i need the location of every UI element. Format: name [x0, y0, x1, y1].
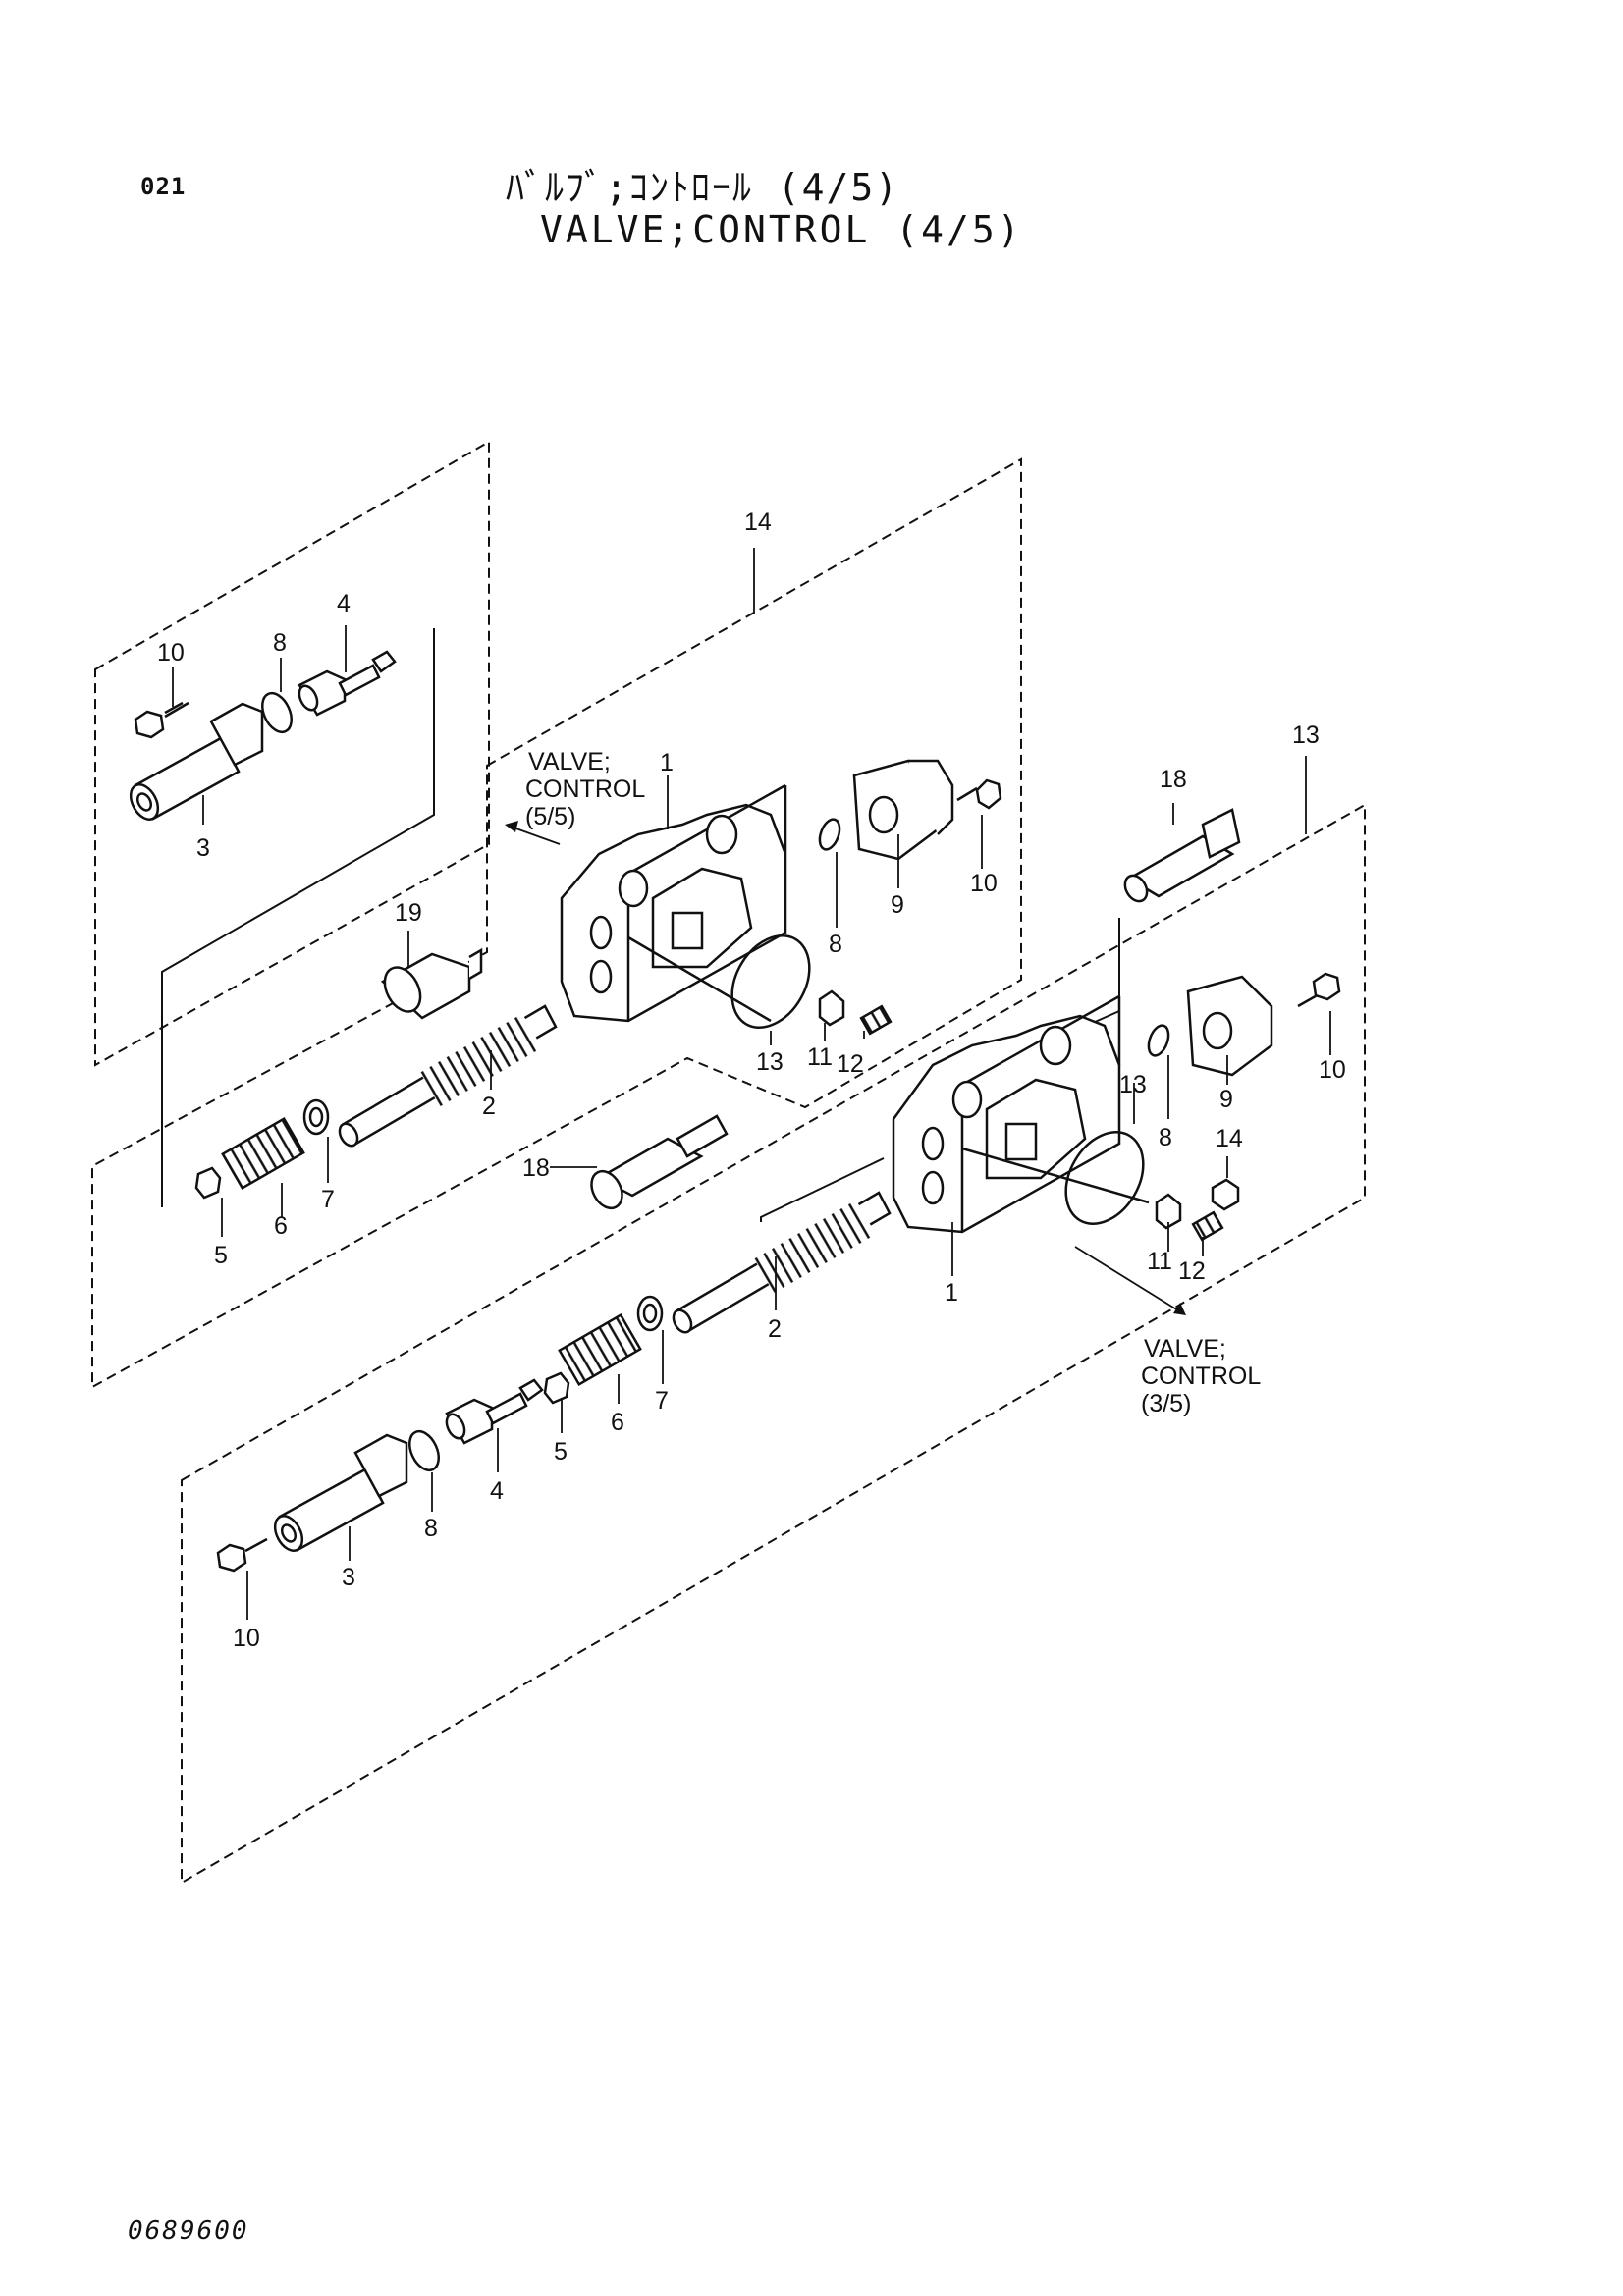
leader-lines	[172, 548, 1331, 1620]
callout-9: 9	[891, 891, 904, 919]
return-spring-icon	[558, 1312, 642, 1387]
callout-7: 7	[321, 1186, 335, 1213]
flange-cover-icon	[1186, 975, 1273, 1077]
lower-reference-label: VALVE; CONTROL (3/5)	[1141, 1335, 1261, 1417]
callout-6: 6	[611, 1409, 624, 1436]
relief-plug-icon	[590, 1114, 729, 1210]
return-spring-icon	[221, 1116, 305, 1191]
callout-10: 10	[970, 870, 998, 897]
callout-8: 8	[273, 629, 287, 657]
valve-body-icon	[892, 994, 1150, 1234]
arrowheads	[505, 821, 1186, 1315]
upper-assembly	[129, 650, 1002, 1200]
reference-line: (3/5)	[1141, 1390, 1191, 1417]
callout-1: 1	[945, 1279, 958, 1307]
seat-washer-icon	[543, 1371, 570, 1405]
callout-5: 5	[554, 1438, 568, 1466]
small-spring-icon	[1191, 1210, 1224, 1242]
callout-4: 4	[337, 590, 351, 617]
upper-callouts: 14 4 10 8 3 1 19 2 7 6 5 8 9 10 13 11 12	[157, 508, 998, 1269]
callout-12: 12	[1178, 1257, 1206, 1285]
lower-callouts: 13 18 18 10 9 8 13 14 11 12 1 2 7 6 5 4 …	[233, 721, 1346, 1652]
lower-assembly	[216, 808, 1341, 1573]
callout-3: 3	[196, 834, 210, 862]
bolt-icon	[956, 778, 1002, 810]
plug-icon	[818, 989, 845, 1027]
upper-leader-line	[161, 628, 435, 1207]
seal-ring-icon	[730, 934, 811, 1029]
callout-19: 19	[395, 899, 422, 927]
o-ring-icon	[260, 691, 294, 734]
callout-5: 5	[214, 1242, 228, 1269]
bolt-icon	[1297, 972, 1341, 1008]
small-spring-icon	[859, 1004, 893, 1036]
bolt-icon	[216, 1537, 268, 1573]
reference-line: VALVE;	[1144, 1335, 1226, 1362]
seat-washer-icon	[194, 1166, 222, 1200]
seal-ring-icon	[1064, 1131, 1145, 1225]
lower-housing-boundary	[181, 803, 1366, 1885]
callout-11: 11	[1147, 1248, 1172, 1275]
callout-8: 8	[1159, 1124, 1172, 1151]
o-ring-icon	[407, 1429, 441, 1472]
callout-6: 6	[274, 1212, 288, 1240]
callout-14: 14	[744, 508, 772, 536]
callout-9: 9	[1219, 1086, 1233, 1113]
callout-18: 18	[1160, 766, 1187, 793]
callout-12: 12	[837, 1050, 864, 1078]
small-o-ring-icon	[818, 818, 841, 851]
upper-subassembly-boundary	[94, 440, 490, 1067]
callout-11: 11	[807, 1043, 833, 1071]
plunger-icon	[298, 650, 397, 717]
spool-icon	[338, 1004, 558, 1148]
relief-plug-icon	[380, 947, 483, 1020]
callout-7: 7	[655, 1387, 669, 1415]
callout-8: 8	[424, 1515, 438, 1542]
o-ring-icon	[1147, 1024, 1170, 1057]
callout-13: 13	[1119, 1071, 1147, 1098]
callout-8: 8	[829, 931, 842, 958]
reference-line: VALVE;	[528, 748, 611, 775]
callout-18: 18	[522, 1154, 550, 1182]
callout-10: 10	[1319, 1056, 1346, 1084]
reference-line: CONTROL	[1141, 1362, 1261, 1390]
flange-cover-icon	[852, 759, 954, 861]
callout-4: 4	[490, 1477, 504, 1505]
plunger-icon	[445, 1378, 544, 1445]
callout-14: 14	[1216, 1125, 1243, 1152]
cap-cylinder-icon	[273, 1433, 408, 1552]
title-english: VALVE;CONTROL (4/5)	[540, 208, 1023, 251]
cap-cylinder-icon	[129, 702, 264, 821]
spool-icon	[672, 1191, 892, 1334]
valve-body-icon	[560, 783, 787, 1023]
drawing-number: 0689600	[128, 2216, 249, 2246]
callout-10: 10	[157, 639, 185, 667]
bolt-icon	[134, 701, 189, 739]
plug-icon	[1155, 1193, 1182, 1230]
callout-13: 13	[1292, 721, 1320, 749]
upper-reference-label: VALVE; CONTROL (5/5)	[525, 748, 645, 830]
callout-2: 2	[768, 1315, 782, 1343]
callout-10: 10	[233, 1625, 260, 1652]
callout-2: 2	[482, 1093, 496, 1120]
page-code: 021	[140, 173, 187, 200]
title-japanese: ﾊﾞﾙﾌﾞ;ｺﾝﾄﾛｰﾙ (4/5)	[506, 166, 900, 209]
relief-plug-icon	[1123, 808, 1241, 903]
callout-13: 13	[756, 1048, 784, 1076]
spring-seat-icon	[636, 1295, 664, 1332]
plug-leader-line	[760, 1157, 885, 1222]
upper-housing-boundary	[91, 457, 1022, 1389]
reference-line: CONTROL	[525, 775, 645, 803]
reference-line: (5/5)	[525, 803, 575, 830]
small-plug-icon	[1211, 1178, 1240, 1211]
spring-seat-icon	[302, 1098, 330, 1136]
callout-3: 3	[342, 1564, 355, 1591]
callout-1: 1	[660, 749, 674, 776]
